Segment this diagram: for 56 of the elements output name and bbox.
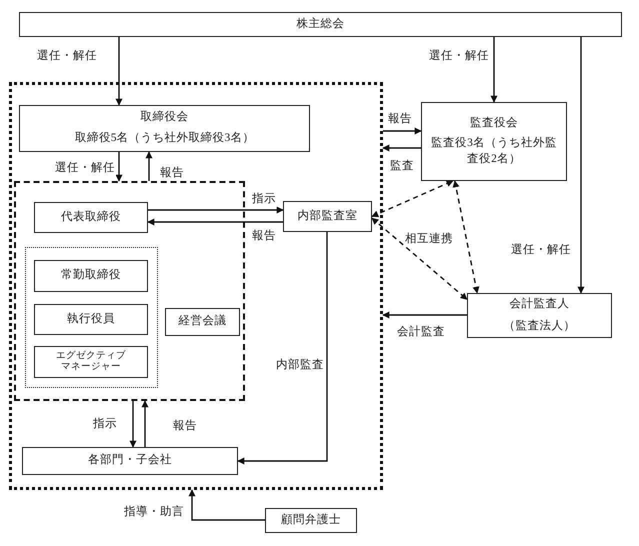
arrow	[490, 37, 498, 103]
edge-label: 指示	[251, 193, 277, 207]
arrow	[147, 218, 283, 226]
arrow	[383, 128, 422, 134]
box-title: 内部監査室	[298, 208, 358, 224]
box-title: 顧問弁護士	[281, 512, 341, 528]
box-title: エグゼクティブマネージャー	[56, 350, 126, 374]
box-title: 監査役会	[470, 116, 518, 131]
arrow	[146, 151, 152, 181]
arrow	[237, 232, 328, 464]
box-title: 経営会議	[178, 314, 226, 330]
officer-group	[25, 247, 158, 388]
edge-label: 指示	[92, 418, 118, 432]
org-box	[265, 508, 357, 533]
box-title: 代表取締役	[61, 210, 121, 225]
arrow	[142, 400, 148, 447]
org-box	[283, 201, 372, 232]
box-title: 株主総会	[296, 16, 344, 32]
box-title: 各部門・子会社	[88, 453, 172, 468]
box-title: 取締役会	[140, 110, 188, 126]
arrow	[382, 144, 421, 152]
arrow	[116, 37, 122, 106]
arrow	[371, 218, 468, 300]
edge-label: 指導・助言	[123, 506, 185, 520]
box-detail: 取締役5名（うち社外取締役3名）	[74, 131, 254, 146]
arrow	[382, 312, 467, 318]
arrow	[148, 206, 284, 214]
edge-label: 報告	[172, 420, 198, 434]
executive-group	[14, 181, 245, 401]
org-box	[34, 346, 148, 378]
edge-label: 報告	[387, 113, 413, 127]
org-box	[34, 304, 148, 335]
box-title: 会計監査人	[510, 296, 570, 312]
edge-label: 報告	[251, 230, 277, 244]
box-detail: （監査法人）	[504, 318, 576, 334]
edge-label: 報告	[159, 167, 185, 181]
org-box	[19, 105, 310, 152]
org-box	[165, 308, 240, 336]
box-title: 常勤取締役	[61, 268, 121, 284]
edge-label: 選任・解任	[54, 162, 116, 176]
box-title: 執行役員	[67, 312, 115, 327]
org-box	[34, 260, 148, 292]
org-box	[421, 102, 567, 181]
org-box	[467, 293, 612, 338]
arrow	[452, 180, 480, 294]
edge-label: 相互連携	[404, 233, 454, 247]
org-box	[22, 447, 238, 475]
box-detail: 監査役3名（うち社外監査役2名）	[430, 136, 558, 167]
org-box	[19, 12, 622, 37]
arrow	[130, 401, 136, 448]
arrow	[578, 37, 584, 294]
arrow	[371, 180, 454, 218]
org-box	[34, 202, 148, 233]
edge-label: 会計監査	[396, 326, 446, 340]
arrow	[188, 489, 265, 521]
arrow	[116, 152, 122, 182]
